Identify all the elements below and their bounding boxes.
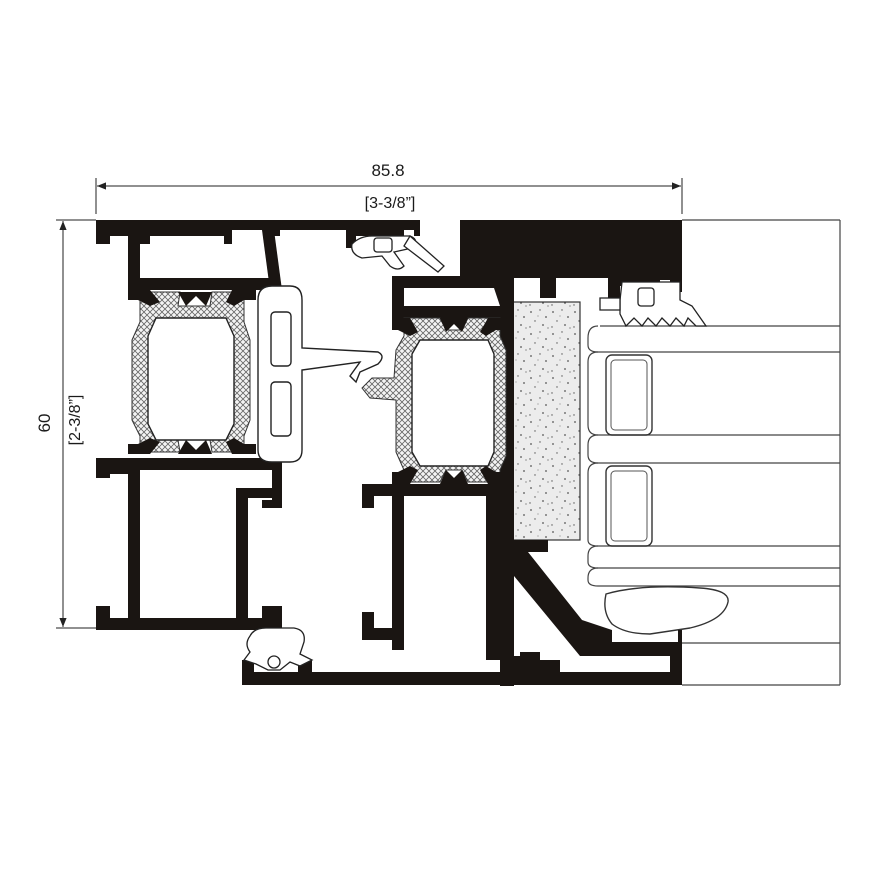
thermal-break-sash bbox=[361, 317, 508, 484]
top-weather-seal bbox=[351, 234, 445, 273]
width-dimension: 85.8 [3-3/8”] bbox=[95, 161, 683, 214]
glazing-gasket-top bbox=[599, 281, 708, 328]
thermal-break-left bbox=[128, 290, 256, 454]
outer-frame-profile bbox=[96, 220, 420, 630]
width-mm-label: 85.8 bbox=[371, 161, 404, 180]
glazing-unit bbox=[587, 219, 841, 686]
height-dimension: 60 [2-3/8”] bbox=[35, 219, 96, 629]
bottom-weather-seal bbox=[242, 627, 314, 671]
sash-profile bbox=[242, 220, 682, 686]
center-gasket bbox=[257, 285, 383, 463]
foam-insulation bbox=[511, 301, 581, 541]
width-inch-label: [3-3/8”] bbox=[365, 195, 416, 212]
height-mm-label: 60 bbox=[35, 414, 54, 433]
height-inch-label: [2-3/8”] bbox=[67, 395, 84, 446]
setting-block bbox=[604, 586, 729, 635]
